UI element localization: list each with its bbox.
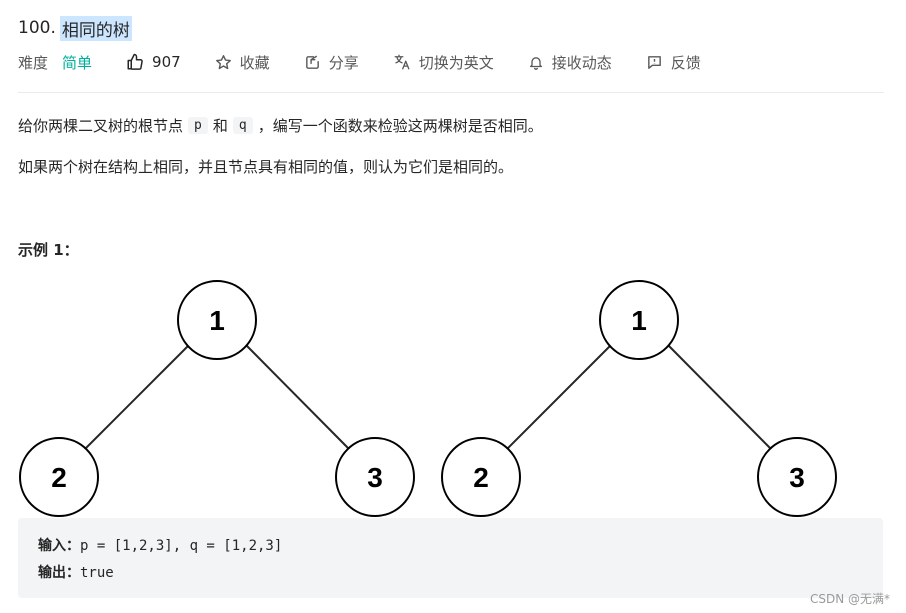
desc-text: 如果两个树在结构上相同，并且节点具有相同的值，则认为它们是相同的。: [18, 157, 514, 176]
code-p: p: [188, 116, 208, 134]
example-title: 示例 1：: [18, 241, 79, 259]
share-icon: [305, 55, 319, 69]
tree-q: 1 2 3: [441, 280, 837, 517]
desc-text: 给你两棵二叉树的根节点: [18, 116, 184, 135]
feedback-button[interactable]: 反馈: [646, 52, 701, 73]
desc-text: ，编写一个函数来检验这两棵树是否相同。: [257, 116, 543, 135]
edge: [244, 343, 349, 449]
code-q: q: [232, 116, 253, 134]
node-label: 2: [473, 462, 489, 493]
translate-icon: [394, 54, 410, 70]
tree-node: [441, 437, 521, 517]
output-value: true: [80, 565, 114, 581]
watermark: CSDN @无满*: [809, 592, 890, 606]
thumbs-up-icon: [127, 53, 143, 70]
tree-node: [599, 280, 679, 360]
feedback-icon: [647, 55, 661, 69]
like-button[interactable]: 907: [126, 53, 181, 71]
edge: [507, 343, 613, 449]
description-line-2: 如果两个树在结构上相同，并且节点具有相同的值，则认为它们是相同的。: [18, 154, 513, 178]
difficulty-label: 难度: [18, 53, 49, 72]
like-count: 907: [152, 53, 181, 71]
example-input: 输入：p = [1,2,3], q = [1,2,3]: [38, 535, 282, 555]
problem-number: 100.: [18, 18, 56, 38]
tree-node: [335, 437, 415, 517]
tree-node: [177, 280, 257, 360]
tree-diagram: 1 2 3 1 2 3: [19, 280, 837, 517]
share-label: 分享: [328, 53, 359, 72]
feedback-label: 反馈: [670, 53, 701, 72]
star-icon: [215, 54, 231, 69]
node-label: 1: [631, 305, 647, 336]
favorite-button[interactable]: 收藏: [215, 52, 270, 73]
edge: [666, 343, 771, 449]
problem-name: 相同的树: [59, 15, 132, 41]
favorite-label: 收藏: [239, 53, 270, 72]
problem-title: 100. 相同的树: [18, 14, 132, 42]
node-label: 3: [367, 462, 383, 493]
notify-button[interactable]: 接收动态: [528, 52, 612, 73]
difficulty-badge: 简单: [62, 53, 93, 72]
example-output: 输出：true: [38, 562, 114, 582]
node-label: 3: [789, 462, 805, 493]
node-label: 1: [209, 305, 225, 336]
tree-node: [757, 437, 837, 517]
translate-label: 切换为英文: [418, 53, 494, 72]
notify-label: 接收动态: [551, 53, 612, 72]
description-line-1: 给你两棵二叉树的根节点 p 和 q ，编写一个函数来检验这两棵树是否相同。: [18, 113, 543, 137]
node-label: 2: [51, 462, 67, 493]
example-io-box: 输入：p = [1,2,3], q = [1,2,3] 输出：true: [18, 518, 883, 598]
meta-toolbar: 难度 简单 907 收藏 分享 切换为英文 接收动态: [18, 50, 735, 74]
share-button[interactable]: 分享: [304, 52, 359, 73]
output-label: 输出：: [38, 565, 80, 581]
translate-button[interactable]: 切换为英文: [393, 52, 494, 73]
edge: [85, 343, 191, 449]
desc-text: 和: [212, 116, 228, 135]
bell-icon: [529, 56, 542, 70]
tree-node: [19, 437, 99, 517]
divider: [18, 92, 884, 93]
input-label: 输入：: [38, 538, 80, 554]
input-value: p = [1,2,3], q = [1,2,3]: [80, 538, 283, 554]
tree-p: 1 2 3: [19, 280, 415, 517]
